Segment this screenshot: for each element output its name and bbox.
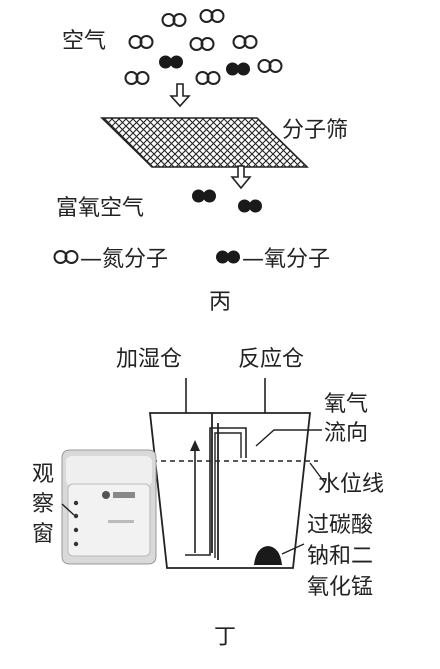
nitrogen-molecule: [199, 9, 225, 23]
oxygen-molecule: [192, 189, 216, 203]
reagent-label: 氧化锰: [307, 575, 373, 600]
legend: —氮分子 —氧分子: [53, 247, 330, 272]
reaction-chamber-label: 反应仓: [238, 347, 304, 372]
sieve-label: 分子筛: [282, 118, 348, 143]
oxygen-legend-icon: [216, 250, 240, 264]
observation-window-label: 察: [32, 492, 54, 517]
oxygen-molecule: [238, 199, 262, 213]
nitrogen-molecule: [195, 71, 221, 85]
nitrogen-molecule: [124, 71, 150, 85]
oxygen-molecule: [226, 62, 250, 76]
air-molecules: [124, 9, 283, 85]
air-label: 空气: [62, 29, 106, 54]
figure-ding: 加湿仓 反应仓 氧气 流向 水位线 过碳酸 钠和二 氧化锰: [32, 347, 384, 650]
nitrogen-molecule: [189, 37, 215, 51]
humidify-chamber-label: 加湿仓: [116, 347, 182, 372]
observation-window-label: 观: [32, 462, 54, 487]
nitrogen-molecule: [257, 59, 283, 73]
figure-caption-bing: 丙: [209, 290, 231, 315]
down-arrow-icon: [169, 83, 191, 108]
oxygen-flow-label: 流向: [324, 421, 368, 446]
nitrogen-molecule: [128, 35, 154, 49]
nitrogen-molecule: [232, 35, 258, 49]
reagent-pile: [254, 546, 282, 565]
molecular-sieve: [100, 117, 309, 168]
device-container: [148, 412, 312, 569]
oxygen-flow-label: 氧气: [324, 392, 368, 417]
water-line-label: 水位线: [318, 472, 384, 497]
reagent-label: 过碳酸: [307, 513, 373, 538]
enriched-air-label: 富氧空气: [56, 196, 144, 221]
down-arrow-icon: [230, 165, 252, 190]
observation-window-label: 窗: [32, 522, 54, 547]
device-photo: [61, 449, 157, 565]
reagent-label: 钠和二: [307, 544, 373, 569]
legend-oxygen-label: —氧分子: [242, 247, 330, 272]
gas-tube: [185, 427, 247, 556]
nitrogen-molecule: [161, 13, 187, 27]
figure-caption-ding: 丁: [214, 625, 236, 650]
legend-nitrogen-label: —氮分子: [80, 247, 168, 272]
nitrogen-legend-icon: [53, 250, 79, 264]
arrow-up-icon: [190, 440, 200, 451]
oxygen-molecule: [159, 55, 183, 69]
gas-tube: [214, 432, 242, 558]
figure-bing: 空气 分子筛 富氧空气 —氮分子 —氧分子: [53, 9, 348, 315]
